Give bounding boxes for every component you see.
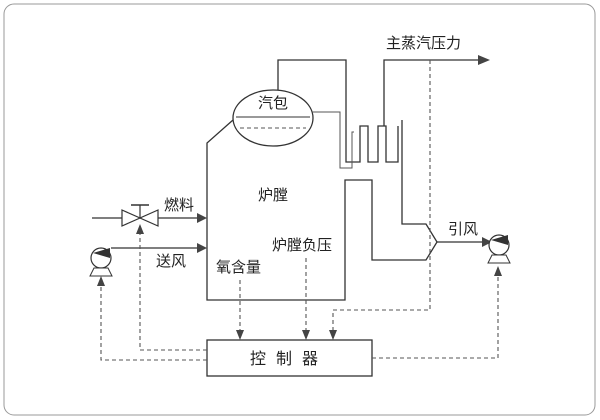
main-steam-arrow bbox=[478, 55, 490, 65]
superheater-inner bbox=[312, 111, 354, 169]
main-steam-line bbox=[383, 59, 478, 126]
controller-label: 控制器 bbox=[250, 349, 328, 368]
superheater-coil bbox=[277, 59, 399, 163]
steam-drum-label: 汽包 bbox=[258, 94, 288, 112]
signal-furnace-pressure-arrow bbox=[302, 330, 310, 340]
furnace-negative-pressure-label: 炉膛负压 bbox=[272, 236, 332, 254]
oxygen-content-label: 氧含量 bbox=[216, 258, 261, 276]
induced-fan-base bbox=[487, 254, 511, 264]
forced-draft-arrow bbox=[197, 243, 207, 253]
furnace-label: 炉膛 bbox=[258, 186, 288, 204]
fuel-label: 燃料 bbox=[164, 196, 194, 214]
fuel-valve-left bbox=[121, 209, 142, 227]
signal-fuel-valve-arrow bbox=[136, 224, 144, 234]
furnace-body bbox=[206, 119, 438, 301]
signal-main-steam bbox=[332, 60, 431, 330]
signal-fuel-valve bbox=[139, 234, 207, 351]
signal-main-steam-arrow bbox=[329, 330, 337, 340]
signal-forced-fan-arrow bbox=[97, 276, 105, 286]
fuel-valve-right bbox=[138, 209, 159, 227]
forced-draft-label: 送风 bbox=[156, 252, 186, 270]
induced-draft-arrow bbox=[482, 237, 492, 247]
induced-fan-blade bbox=[491, 235, 508, 245]
forced-fan-blade bbox=[93, 248, 110, 258]
steam-drum bbox=[232, 89, 314, 147]
signal-induced-fan-arrow bbox=[494, 266, 502, 276]
induced-draft-label: 引风 bbox=[448, 220, 478, 238]
controller-box bbox=[206, 339, 373, 377]
fuel-arrow bbox=[197, 213, 207, 223]
signal-induced-fan bbox=[372, 276, 499, 359]
signal-oxygen-arrow bbox=[236, 330, 244, 340]
signal-forced-fan bbox=[100, 286, 207, 361]
main-steam-pressure-label: 主蒸汽压力 bbox=[386, 34, 461, 52]
outer-border bbox=[3, 3, 596, 416]
forced-fan-base bbox=[89, 267, 113, 277]
